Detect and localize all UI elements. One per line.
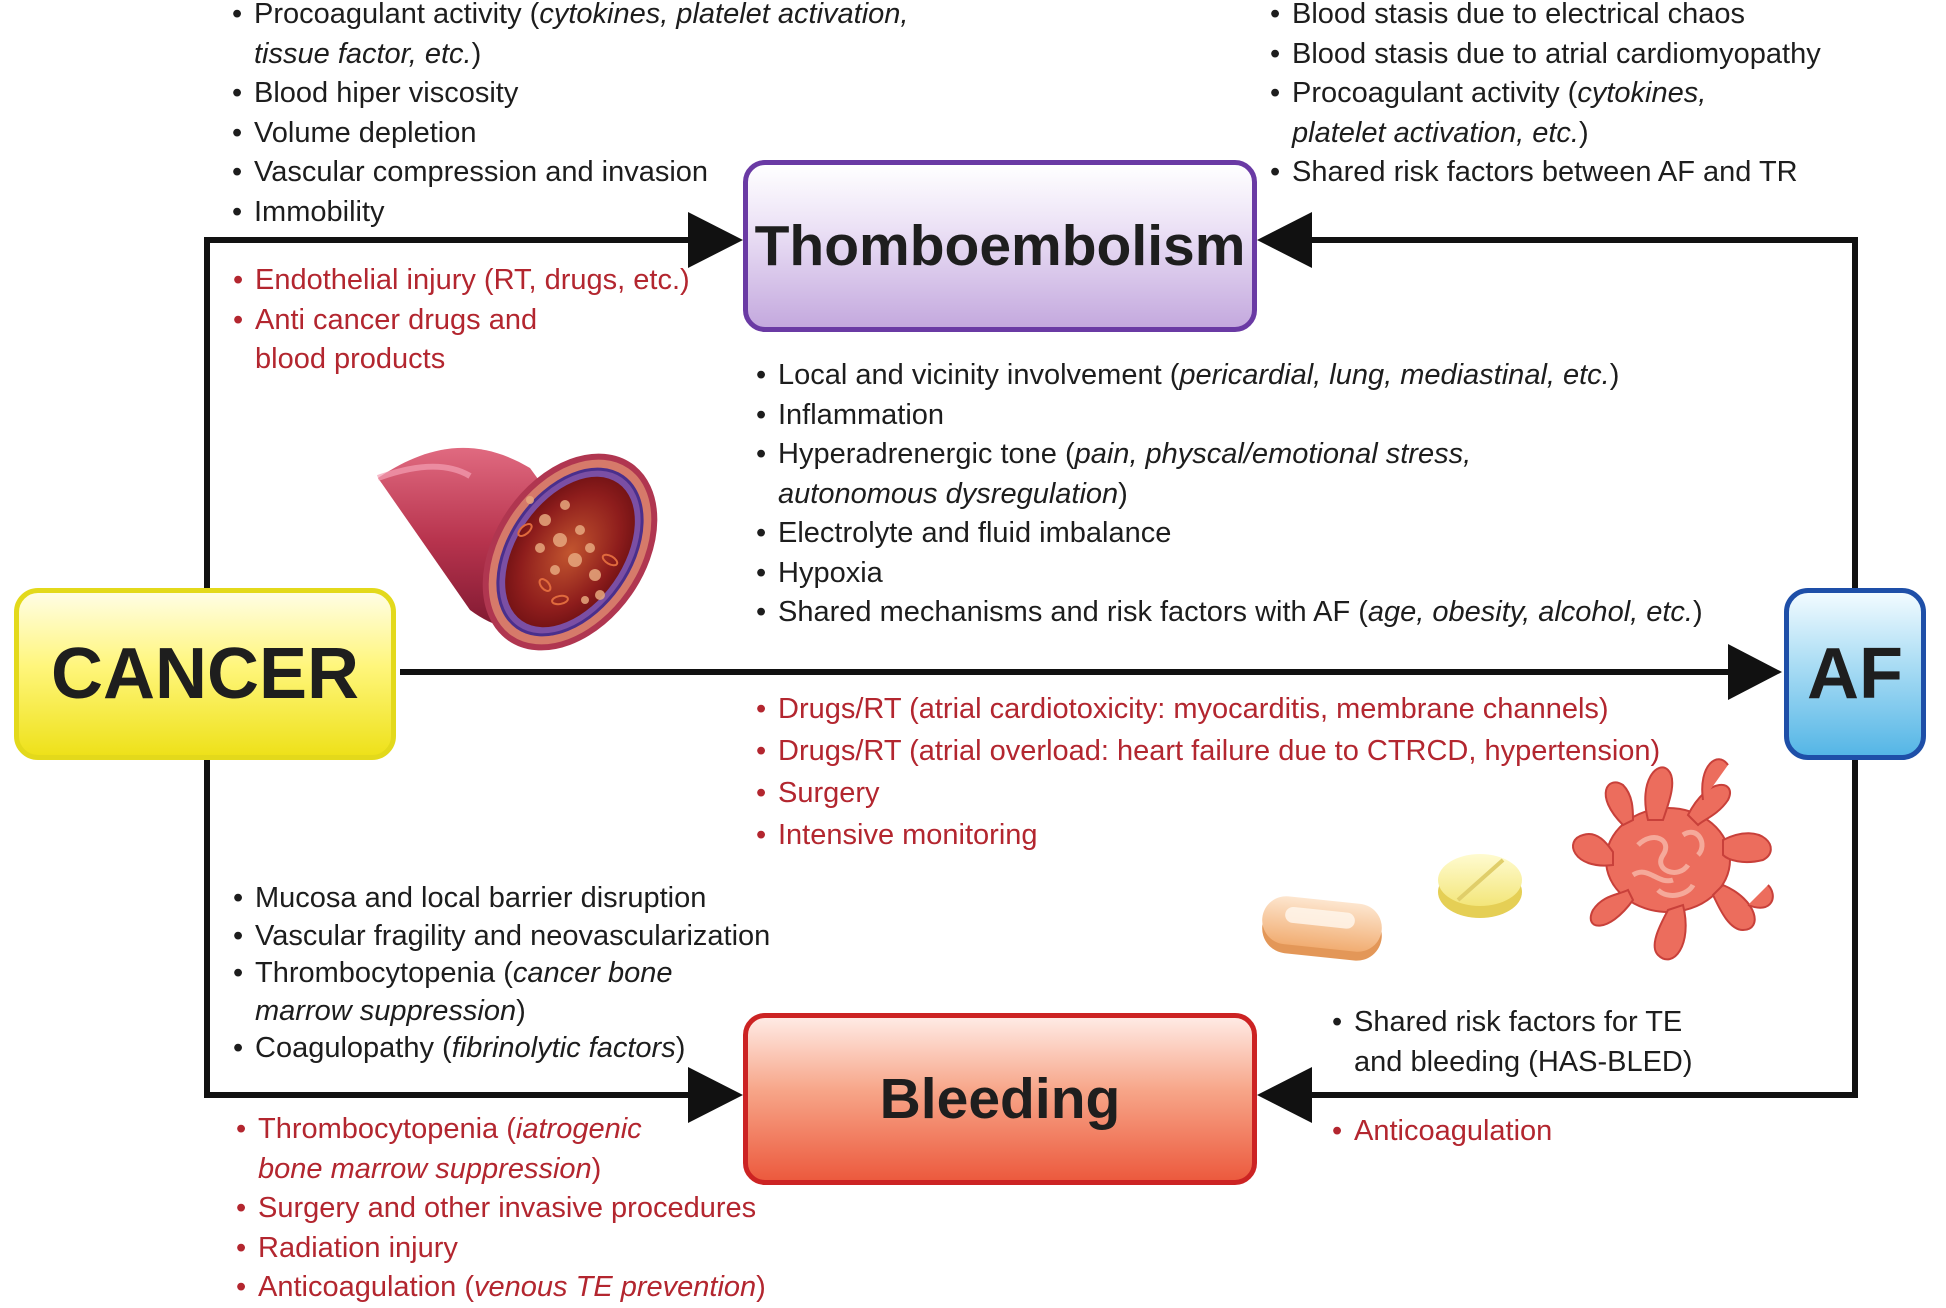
list-item: Anticoagulation (venous TE prevention)	[236, 1268, 766, 1308]
list-item: Hypoxia	[756, 554, 1703, 594]
arrowhead-to-bleeding-right	[1257, 1067, 1312, 1123]
list-item: Electrolyte and fluid imbalance	[756, 514, 1703, 554]
list-item: Blood stasis due to atrial cardiomyopath…	[1270, 35, 1821, 75]
tablet-pill-icon	[1438, 854, 1522, 918]
list-item: Drugs/RT (atrial cardiotoxicity: myocard…	[756, 688, 1660, 730]
cancer-to-af-mechanisms-list: Local and vicinity involvement (pericard…	[756, 356, 1703, 633]
list-item: Shared risk factors between AF and TR	[1270, 153, 1821, 193]
list-item: Vascular fragility and neovascularizatio…	[233, 918, 770, 956]
cancer-to-bleeding-line	[204, 760, 688, 1098]
list-item: Drugs/RT (atrial overload: heart failure…	[756, 730, 1660, 772]
list-item: Volume depletion	[232, 114, 908, 154]
list-item: Surgery and other invasive procedures	[236, 1189, 766, 1229]
capsule-pill-icon	[1262, 896, 1382, 961]
arrowhead-to-bleeding-left	[688, 1067, 743, 1123]
cancer-to-af-treatment-list: Drugs/RT (atrial cardiotoxicity: myocard…	[756, 688, 1660, 856]
af-node: AF	[1784, 588, 1926, 760]
af-label: AF	[1807, 634, 1903, 714]
cancer-to-te-treatment-list: Endothelial injury (RT, drugs, etc.) Ant…	[233, 261, 690, 380]
bleeding-label: Bleeding	[879, 1067, 1121, 1131]
list-item: Anticoagulation	[1332, 1112, 1552, 1152]
cancer-to-thromboembolism-line	[204, 237, 688, 588]
arrowhead-to-thromboembolism-right	[1257, 212, 1312, 268]
list-item: Endothelial injury (RT, drugs, etc.)	[233, 261, 690, 301]
list-item: Radiation injury	[236, 1229, 766, 1269]
arrowheads	[688, 212, 1782, 1123]
list-item: Procoagulant activity (cytokines, platel…	[232, 0, 908, 74]
list-item: Blood stasis due to electrical chaos	[1270, 0, 1821, 35]
list-item: Hyperadrenergic tone (pain, physcal/emot…	[756, 435, 1703, 514]
list-item: Inflammation	[756, 396, 1703, 436]
bleeding-node: Bleeding	[743, 1013, 1257, 1185]
cancer-label: CANCER	[50, 634, 359, 714]
cancer-to-bleeding-mechanisms-list: Mucosa and local barrier disruption Vasc…	[233, 880, 770, 1068]
cancer-node: CANCER	[14, 588, 396, 760]
list-item: Coagulopathy (fibrinolytic factors)	[233, 1030, 770, 1068]
connector-lines	[204, 237, 1858, 1098]
af-to-thromboembolism-line	[1312, 237, 1858, 588]
list-item: Intensive monitoring	[756, 814, 1660, 856]
list-item: Immobility	[232, 193, 908, 233]
list-item: Shared mechanisms and risk factors with …	[756, 593, 1703, 633]
list-item: Vascular compression and invasion	[232, 153, 908, 193]
af-to-te-mechanisms-list: Blood stasis due to electrical chaos Blo…	[1270, 0, 1821, 193]
list-item: Procoagulant activity (cytokines,platele…	[1270, 74, 1821, 153]
af-to-bleeding-treatment-list: Anticoagulation	[1332, 1112, 1552, 1152]
list-item: Blood hiper viscosity	[232, 74, 908, 114]
list-item: Mucosa and local barrier disruption	[233, 880, 770, 918]
af-to-bleeding-line	[1312, 760, 1858, 1098]
blood-vessel-illustration	[376, 447, 658, 651]
arrowhead-to-af	[1728, 644, 1782, 700]
list-item: Local and vicinity involvement (pericard…	[756, 356, 1703, 396]
list-item: Surgery	[756, 772, 1660, 814]
cancer-to-te-mechanisms-list: Procoagulant activity (cytokines, platel…	[232, 0, 908, 232]
